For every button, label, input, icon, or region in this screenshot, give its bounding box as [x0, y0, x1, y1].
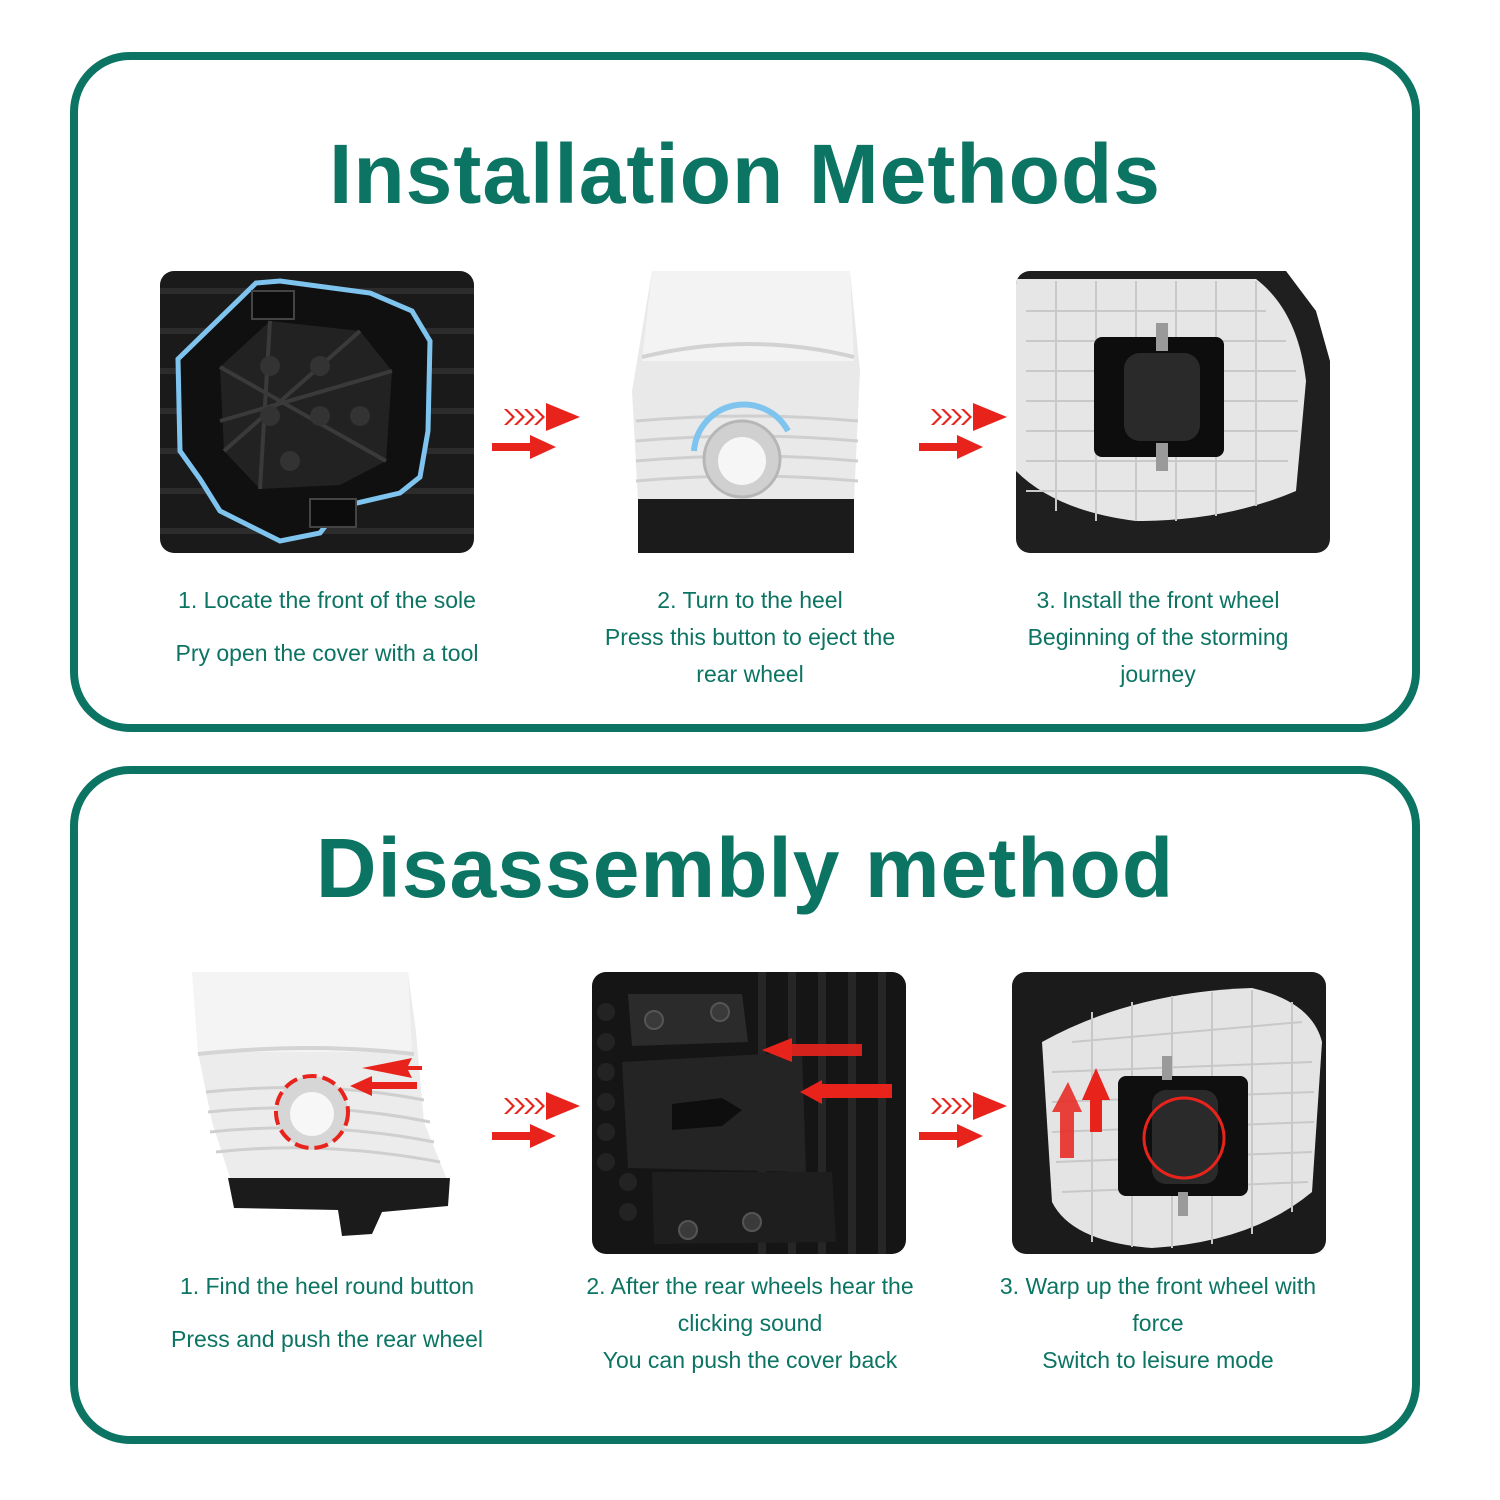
disasm-step-1-line2: Press and push the rear wheel	[171, 1326, 483, 1352]
heel-button-illustration	[592, 271, 906, 553]
double-red-arrow-icon	[917, 1092, 1009, 1152]
install-step-3-line1: 3. Install the front wheel	[1036, 587, 1280, 613]
install-step-2-caption: 2. Turn to the heel Press this button to…	[560, 582, 940, 693]
cover-push-back-photo	[592, 972, 906, 1254]
disasm-step-1-caption: 1. Find the heel round button Press and …	[137, 1268, 517, 1358]
install-step-1-line2: Pry open the cover with a tool	[175, 640, 479, 666]
disasm-step-3-line2: Switch to leisure mode	[1042, 1347, 1274, 1373]
install-step-2-line2: Press this button to eject the rear whee…	[604, 624, 896, 687]
disasm-step-2-caption: 2. After the rear wheels hear the clicki…	[560, 1268, 940, 1379]
front-wheel-warp-photo	[1012, 972, 1326, 1254]
disasm-step-2-line2: You can push the cover back	[602, 1347, 898, 1373]
disasm-step-3-line1: 3. Warp up the front wheel with force	[999, 1273, 1317, 1336]
front-wheel-install-photo	[1016, 271, 1330, 553]
heel-round-button-illustration	[162, 972, 476, 1254]
disasm-step-2-line1: 2. After the rear wheels hear the clicki…	[586, 1273, 914, 1336]
double-red-arrow-icon	[490, 403, 582, 463]
installation-title: Installation Methods	[328, 127, 1162, 221]
install-step-2-line1: 2. Turn to the heel	[657, 587, 843, 613]
disasm-step-3-caption: 3. Warp up the front wheel with force Sw…	[968, 1268, 1348, 1379]
sole-cover-illustration	[160, 271, 474, 553]
heel-round-button-photo	[162, 972, 476, 1254]
heel-button-photo	[592, 271, 906, 553]
front-wheel-warp-illustration	[1012, 972, 1326, 1254]
install-step-1-line1: 1. Locate the front of the sole	[178, 587, 476, 613]
double-red-arrow-icon	[917, 403, 1009, 463]
disassembly-title: Disassembly method	[315, 821, 1175, 915]
sole-cover-photo	[160, 271, 474, 553]
double-red-arrow-icon	[490, 1092, 582, 1152]
install-step-3-caption: 3. Install the front wheel Beginning of …	[968, 582, 1348, 693]
disasm-step-1-line1: 1. Find the heel round button	[179, 1273, 475, 1299]
cover-push-back-illustration	[592, 972, 906, 1254]
front-wheel-install-illustration	[1016, 271, 1330, 553]
install-step-1-caption: 1. Locate the front of the sole Pry open…	[137, 582, 517, 672]
install-step-3-line2: Beginning of the storming journey	[1027, 624, 1289, 687]
